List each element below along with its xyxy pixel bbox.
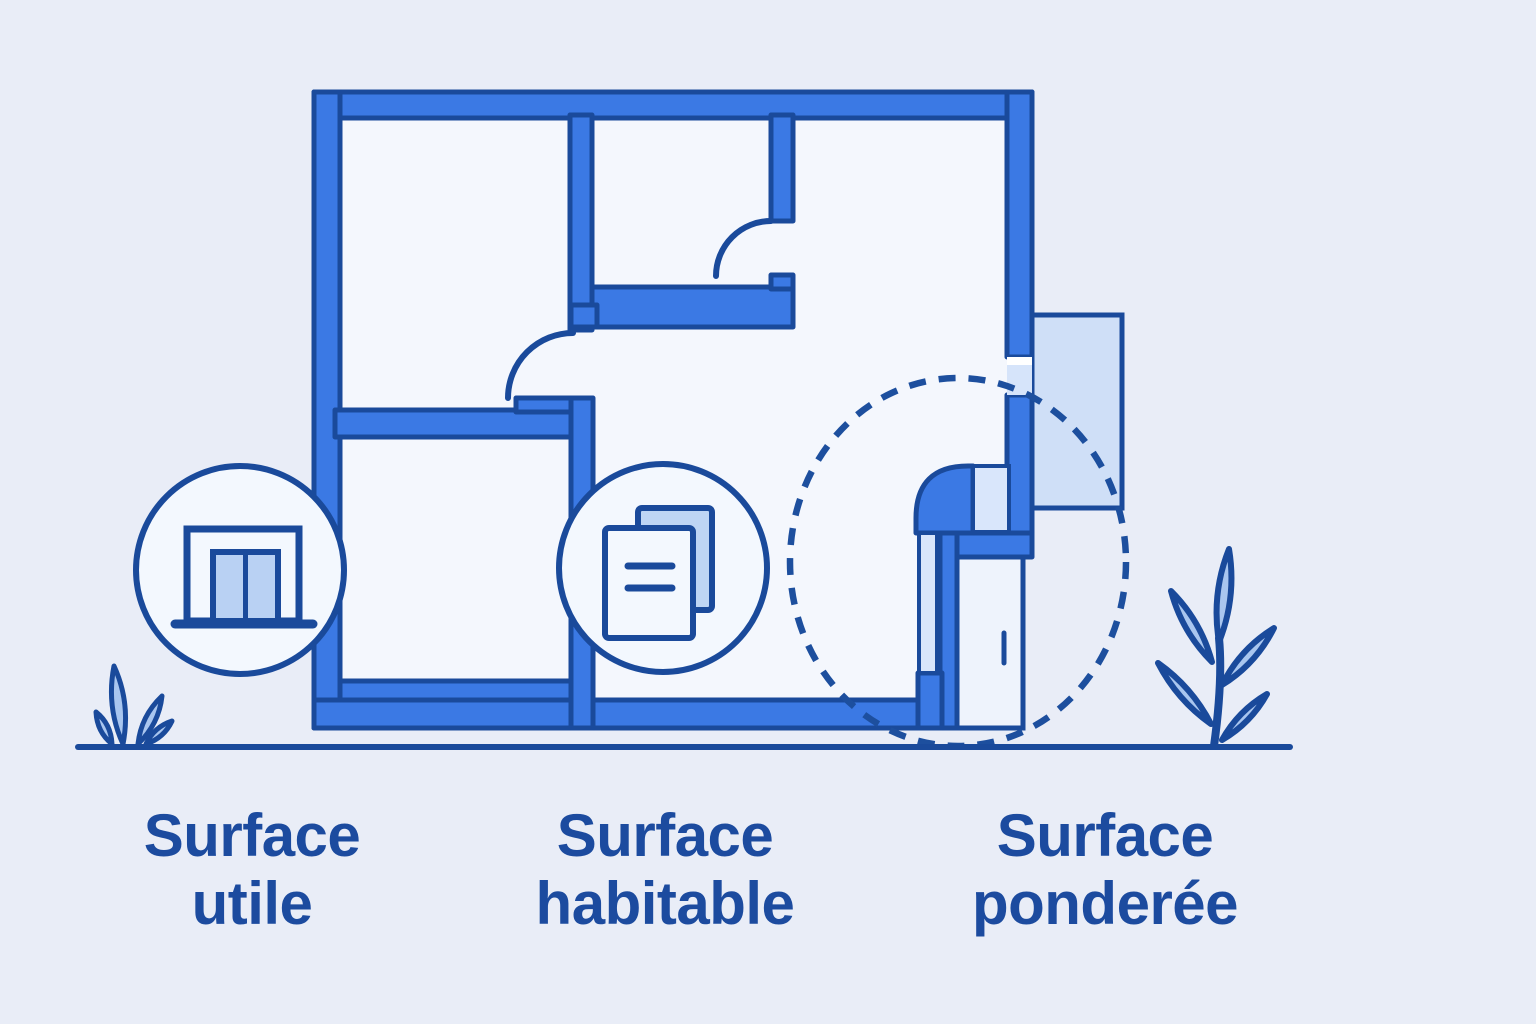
wall-middle-room-right xyxy=(768,112,796,224)
light-wall-pieces xyxy=(917,464,1011,675)
plant-left-icon xyxy=(93,663,175,747)
label-line: Surface xyxy=(556,802,774,869)
door-arc-hall xyxy=(505,330,576,401)
plant-right-icon xyxy=(1155,546,1277,750)
wall-stub-hall xyxy=(513,395,576,415)
label-line: ponderée xyxy=(971,870,1239,937)
entrance-wall-corner xyxy=(915,670,945,731)
documents-icon xyxy=(602,505,715,641)
entrance-curved-wall xyxy=(913,463,976,536)
label-surface-utile: Surface utile xyxy=(0,802,512,938)
balcony xyxy=(1029,312,1125,511)
wall-bottom xyxy=(311,697,936,731)
label-line: Surface xyxy=(996,802,1214,869)
label-line: habitable xyxy=(535,870,795,937)
wall-middle-room-bottom xyxy=(589,284,796,330)
wall-right-upper xyxy=(1004,89,1035,360)
surface-habitable-badge xyxy=(556,461,770,675)
light-wall-strip-upper xyxy=(971,464,1011,534)
door-lintel xyxy=(954,530,1035,560)
wall-stub-doorway xyxy=(768,272,796,292)
label-surface-habitable: Surface habitable xyxy=(405,802,925,938)
wall-foot xyxy=(568,302,600,330)
wall-vertical-top xyxy=(567,112,595,333)
light-wall-strip-lower xyxy=(917,531,939,675)
surface-utile-badge xyxy=(133,463,347,677)
plant-stem xyxy=(1210,634,1225,750)
label-surface-ponderee: Surface ponderée xyxy=(845,802,1365,938)
label-line: Surface xyxy=(143,802,361,869)
door-arc-middle-room xyxy=(713,218,774,279)
wall-top xyxy=(311,89,1035,121)
label-line: utile xyxy=(191,870,313,937)
storage-unit-icon xyxy=(170,525,318,629)
entrance-door xyxy=(954,554,1026,731)
door-swing-arcs xyxy=(505,218,774,401)
